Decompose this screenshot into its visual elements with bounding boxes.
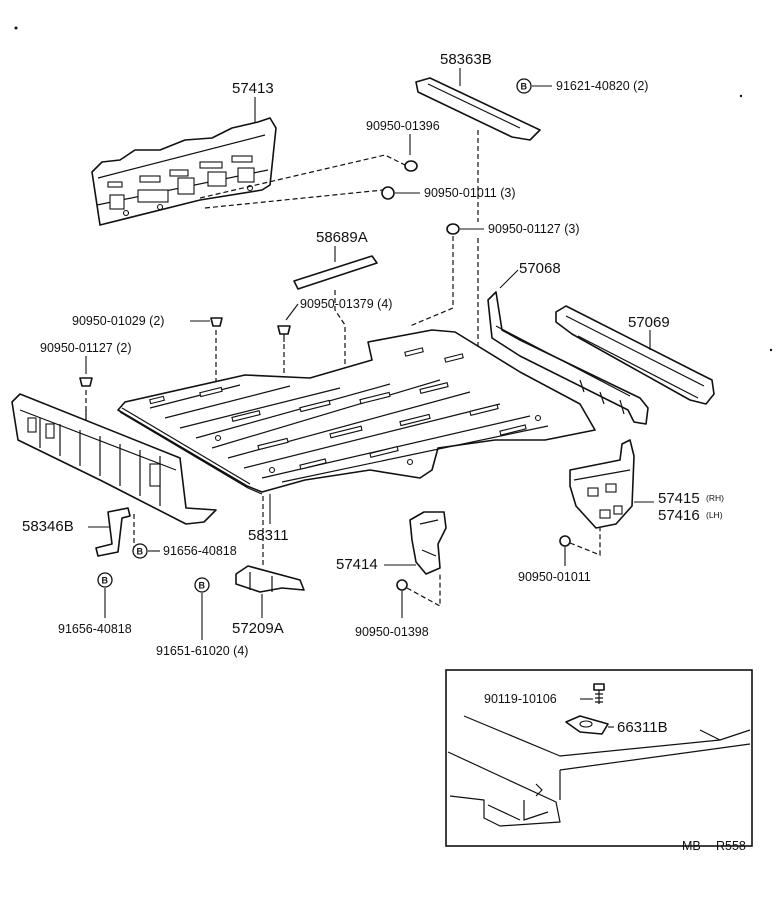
part-57068-drawing[interactable] [487,291,649,425]
plug-icon[interactable] [381,186,395,200]
plug-icon[interactable] [559,535,571,547]
bolt-icon[interactable] [593,683,605,704]
circled-b-icon: B [516,78,532,94]
scan-speck [739,94,743,98]
label-57415: 57415 [658,490,700,507]
label-90119-10106: 90119-10106 [484,692,557,706]
footer-ref: R558 [716,839,746,853]
part-57209A-drawing[interactable] [235,565,305,593]
label-91621-40820: 91621-40820 (2) [556,79,648,93]
plug-icon[interactable] [79,377,93,387]
label-90950-01127-3: 90950-01127 (3) [488,222,580,236]
part-57413-drawing[interactable] [91,117,277,226]
label-91656-40818-a: 91656-40818 [163,544,237,558]
svg-text:B: B [521,82,528,92]
plug-icon[interactable] [210,317,223,327]
dash-57413-plug-a [199,154,406,199]
dash-57413-plug-b [204,189,384,209]
label-58311: 58311 [248,527,289,544]
label-90950-01398: 90950-01398 [355,625,429,639]
footer-code: MB [682,839,701,853]
part-57069-drawing[interactable] [555,305,715,405]
label-57414: 57414 [336,556,378,573]
part-57414-drawing[interactable] [409,511,447,575]
part-58311-floor-pan-drawing[interactable] [117,329,596,495]
svg-text:B: B [199,581,206,591]
svg-text:B: B [102,576,109,586]
label-66311B: 66311B [617,719,668,736]
label-90950-01127-2: 90950-01127 (2) [40,341,132,355]
part-58346B-drawing[interactable] [95,507,131,557]
part-66311B-drawing[interactable] [565,715,609,735]
label-57069: 57069 [628,314,670,331]
part-58363B-drawing[interactable] [415,77,541,141]
leader-57068 [499,269,519,289]
svg-text:B: B [137,547,144,557]
part-58689A-drawing[interactable] [293,255,378,290]
label-57413: 57413 [232,80,274,97]
label-57416-side: (LH) [706,510,723,520]
part-side-panel-left-drawing[interactable] [11,393,217,525]
dash-plug-floor [409,236,454,327]
part-57415-57416-drawing[interactable] [569,439,635,529]
label-57415-side: (RH) [706,493,724,503]
label-91656-40818-b: 91656-40818 [58,622,132,636]
label-57068: 57068 [519,260,561,277]
label-58346B: 58346B [22,518,74,535]
label-57209A: 57209A [232,620,284,637]
dash-57414-plug [406,574,441,608]
label-90950-01011-b: 90950-01011 [518,570,591,584]
label-58363B: 58363B [440,51,492,68]
circled-b-icon: B [132,543,148,559]
label-90950-01029-2: 90950-01029 (2) [72,314,164,328]
detail-inset [445,669,753,847]
label-91651-61020-4: 91651-61020 (4) [156,644,248,658]
label-90950-01379-4: 90950-01379 (4) [300,297,392,311]
clip-icon[interactable] [277,325,291,342]
circled-b-icon: B [97,572,113,588]
dash-58689A-floor [334,290,346,390]
label-58689A: 58689A [316,229,368,246]
label-90950-01011-3: 90950-01011 (3) [424,186,516,200]
scan-speck [14,26,18,30]
dash-57415-plug [569,528,601,556]
leader-90950-01379 [285,303,299,321]
plug-icon[interactable] [446,223,460,235]
circled-b-icon: B [194,577,210,593]
plug-icon[interactable] [404,160,418,172]
plug-icon[interactable] [396,579,408,591]
scan-speck [769,348,773,352]
label-90950-01396: 90950-01396 [366,119,440,133]
label-57416: 57416 [658,507,700,524]
